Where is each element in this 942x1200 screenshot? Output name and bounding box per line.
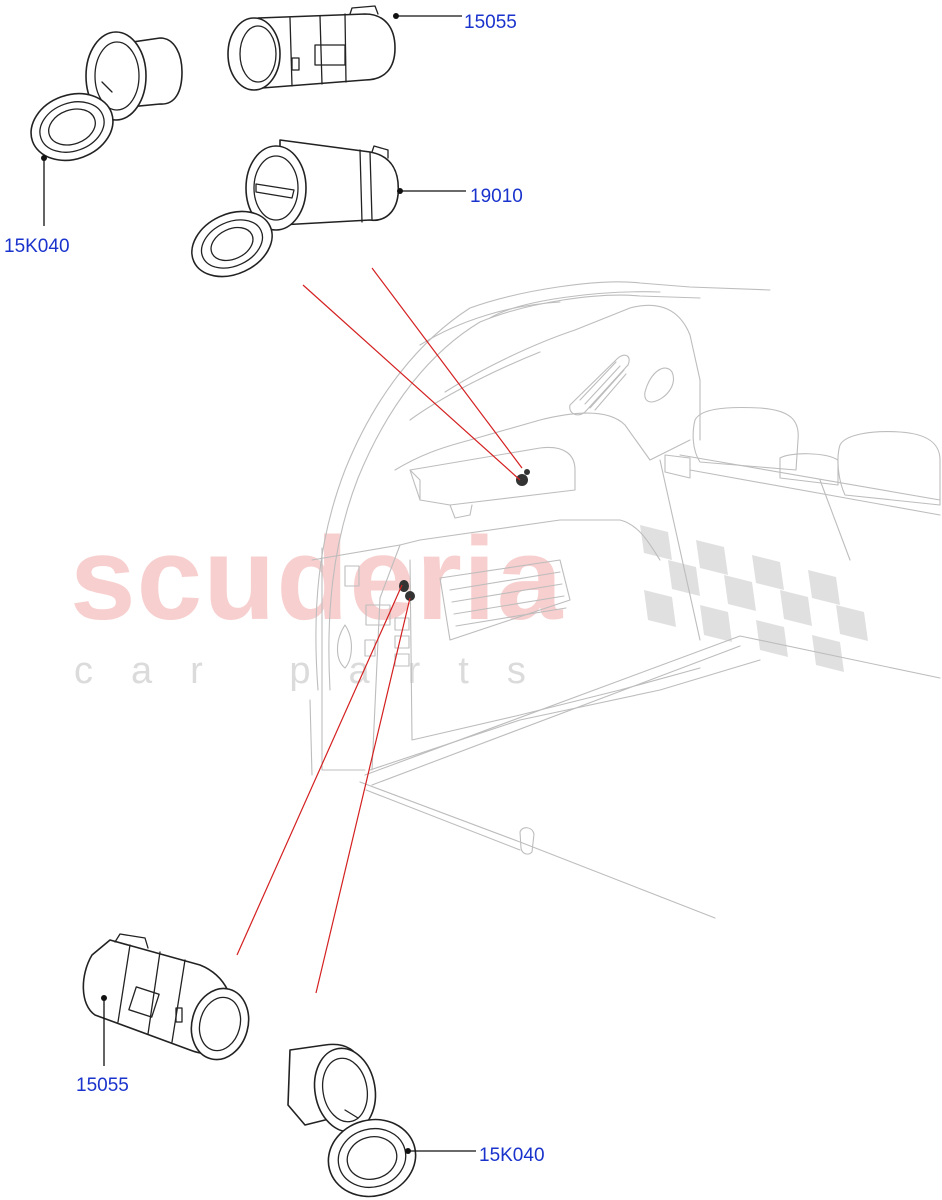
callout-label-surround-top[interactable]: 15K040: [4, 236, 70, 257]
watermark-tagline: car parts: [74, 650, 564, 692]
callout-label-socket-bottom[interactable]: 15055: [76, 1075, 129, 1096]
part-socket-surround-bottom: [287, 1043, 417, 1198]
watermark-checker-flag: [640, 525, 868, 672]
part-socket-body-bottom: [82, 933, 250, 1061]
callout-label-surround-bottom[interactable]: 15K040: [479, 1145, 545, 1166]
reference-lines: [236, 267, 523, 994]
part-socket-surround-top: [30, 31, 183, 162]
part-cigar-lighter: [191, 139, 400, 278]
callout-label-cigar-lighter[interactable]: 19010: [470, 186, 523, 207]
socket-locations: [399, 469, 530, 601]
leader-lines: [41, 13, 476, 1154]
part-socket-body-top: [227, 5, 396, 91]
callout-label-socket-top[interactable]: 15055: [464, 12, 517, 33]
luggage-compartment-outline: [309, 281, 941, 919]
